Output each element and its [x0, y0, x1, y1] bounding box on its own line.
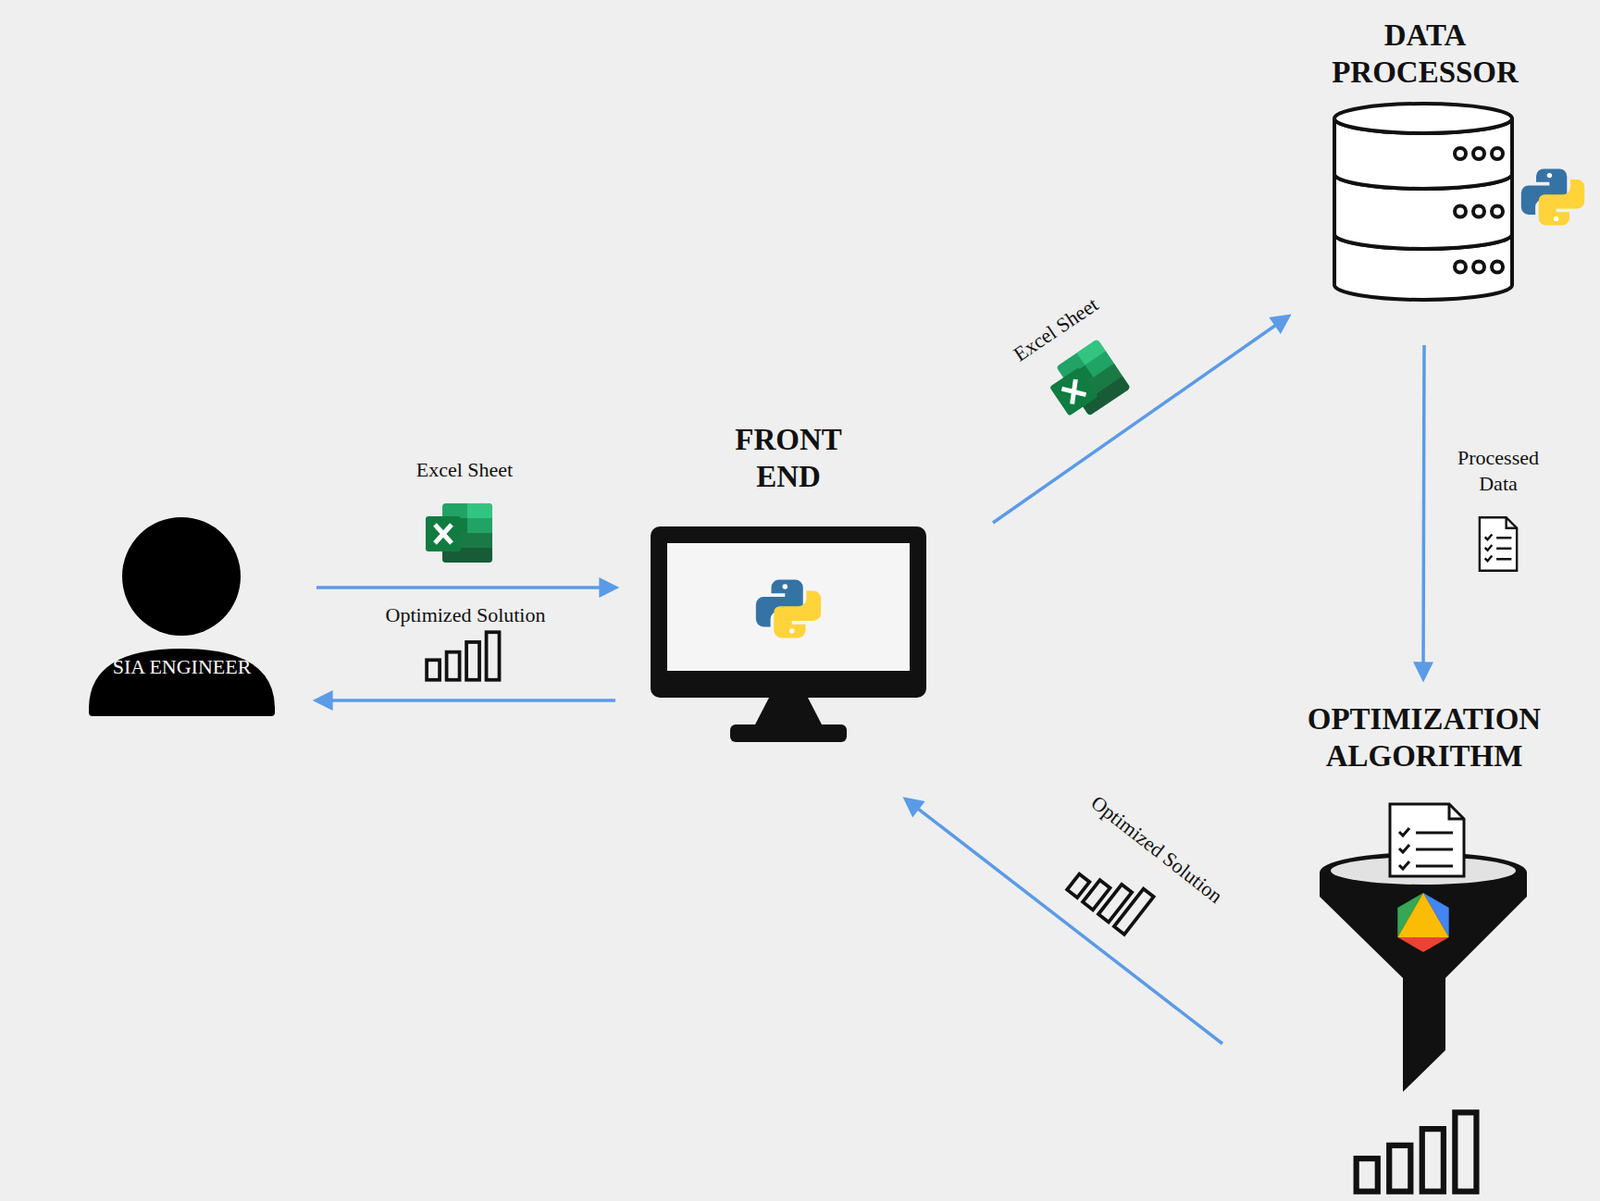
- flow-label: Optimized Solution: [383, 602, 549, 629]
- flow-label: Optimized Solution: [1083, 788, 1230, 911]
- python-logo: [1521, 168, 1585, 225]
- flow-arrow: [1423, 345, 1425, 679]
- excel-icon: [1041, 338, 1130, 425]
- chart-icon: [1066, 852, 1154, 935]
- component-title: FRONT END: [716, 421, 861, 497]
- flow-label: Processed Data: [1439, 445, 1557, 497]
- flow-label: Excel Sheet: [413, 457, 516, 484]
- funnel-illustration: [1275, 700, 1572, 1197]
- chart-icon: [426, 632, 499, 681]
- document-icon: [1479, 517, 1517, 571]
- role-label: SIA ENGINEER: [110, 654, 255, 681]
- front-end-monitor: FRONT END: [650, 421, 927, 744]
- flow-label: Excel Sheet: [1006, 290, 1106, 370]
- flow-arrow: [316, 698, 616, 703]
- data-processor-database: DATA PROCESSOR: [1314, 16, 1537, 299]
- optimization-funnel: OPTIMIZATION ALGORITHM: [1275, 700, 1574, 1197]
- flow-arrow: [905, 799, 1223, 1044]
- component-title: OPTIMIZATION ALGORITHM: [1275, 700, 1574, 776]
- user-figure: SIA ENGINEER: [88, 517, 275, 717]
- person-illustration: [88, 517, 275, 717]
- excel-icon: [425, 503, 493, 563]
- flow-arrow: [316, 585, 616, 590]
- component-title: DATA PROCESSOR: [1315, 16, 1535, 92]
